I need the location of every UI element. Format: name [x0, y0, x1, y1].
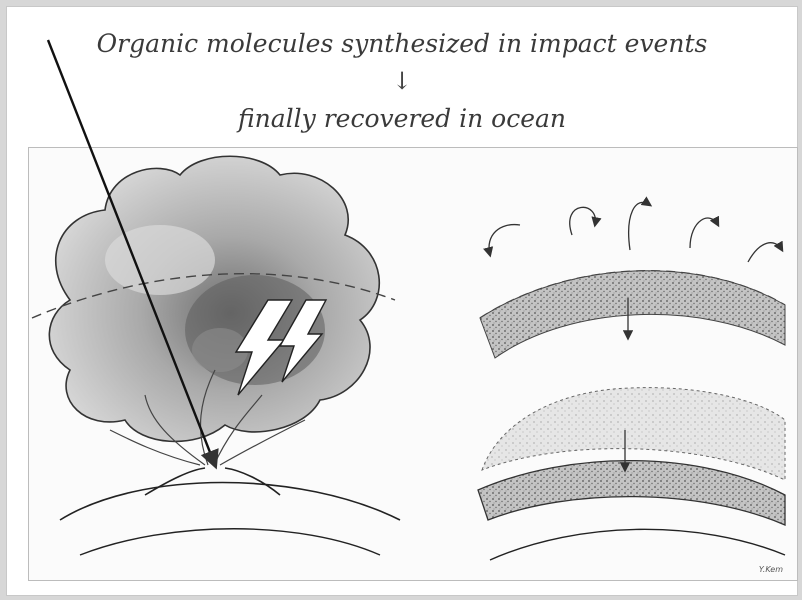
particle-layer [480, 271, 785, 358]
ocean-layer [478, 461, 785, 525]
crater [145, 468, 280, 495]
falling-particles [489, 202, 782, 262]
ocean-floor-right [490, 529, 785, 560]
planet-surface-left [60, 483, 400, 521]
ocean-floor-left [80, 529, 380, 555]
impact-cloud [49, 156, 379, 441]
